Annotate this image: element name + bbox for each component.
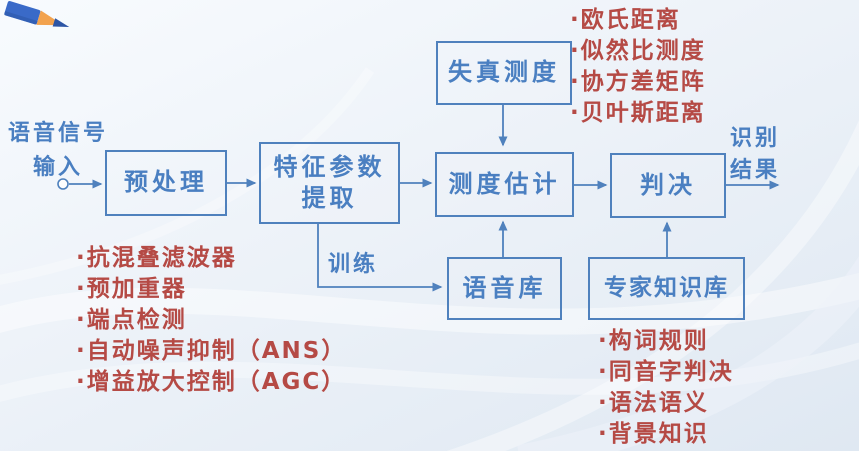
input-label-line2: 输入 [33,155,84,180]
pencil-wood [36,10,64,26]
node-feature-label-line1: 特征参数 [273,152,386,181]
node-preprocess-label: 预处理 [124,168,208,197]
node-decision: 判决 [610,153,726,218]
list-item: ·同音字判决 [598,359,734,385]
pencil-tip [52,18,70,28]
swoosh-curve [0,67,375,285]
list-item: ·端点检测 [76,307,187,333]
node-measure-label: 测度估计 [448,169,561,198]
input-label-line1: 语音信号 [8,121,109,146]
node-distortion-label: 失真测度 [448,58,560,87]
list-item: ·预加重器 [76,276,187,302]
swoosh-curve [517,255,859,451]
arrow-feature-train-to-speechdb [317,224,443,292]
pencil-body [4,1,41,25]
node-speech-database-label: 语音库 [462,273,547,302]
list-item: ·构词规则 [598,328,709,354]
list-item: ·协方差矩阵 [570,69,706,95]
list-item: ·欧氏距离 [570,7,681,33]
node-expert-knowledge-base: 专家知识库 [588,257,745,320]
distortion-measures-list: ·欧氏距离 ·似然比测度 ·协方差矩阵 ·贝叶斯距离 [570,5,706,129]
knowledge-rules-list: ·构词规则 ·同音字判决 ·语法语义 ·背景知识 [598,326,734,450]
list-item: ·语法语义 [598,390,709,416]
swoosh-curve [446,119,859,451]
node-expert-knowledge-label: 专家知识库 [604,274,729,301]
node-feature-extraction: 特征参数 提取 [259,142,400,224]
output-label-line1: 识别 [730,126,781,151]
pencil-icon [4,1,70,28]
node-speech-database: 语音库 [447,257,562,320]
node-measure-estimation: 测度估计 [435,152,574,217]
output-label-line2: 结果 [730,158,781,183]
node-distortion-measure: 失真测度 [436,41,572,105]
node-decision-label: 判决 [640,170,696,199]
list-item: ·抗混叠滤波器 [76,245,237,271]
node-preprocess: 预处理 [105,150,227,216]
node-feature-label-line2: 提取 [301,184,358,212]
list-item: ·背景知识 [598,421,709,447]
train-edge-label: 训练 [328,252,379,277]
input-terminal-circle [57,178,69,190]
pencil-shade [4,11,38,25]
swoosh-curve [0,272,859,335]
list-item: ·增益放大控制（AGC） [76,369,347,395]
preprocess-methods-list: ·抗混叠滤波器 ·预加重器 ·端点检测 ·自动噪声抑制（ANS） ·增益放大控制（AGC… [76,243,346,398]
list-item: ·贝叶斯距离 [570,100,706,126]
list-item: ·似然比测度 [570,38,706,64]
list-item: ·自动噪声抑制（ANS） [76,338,347,364]
